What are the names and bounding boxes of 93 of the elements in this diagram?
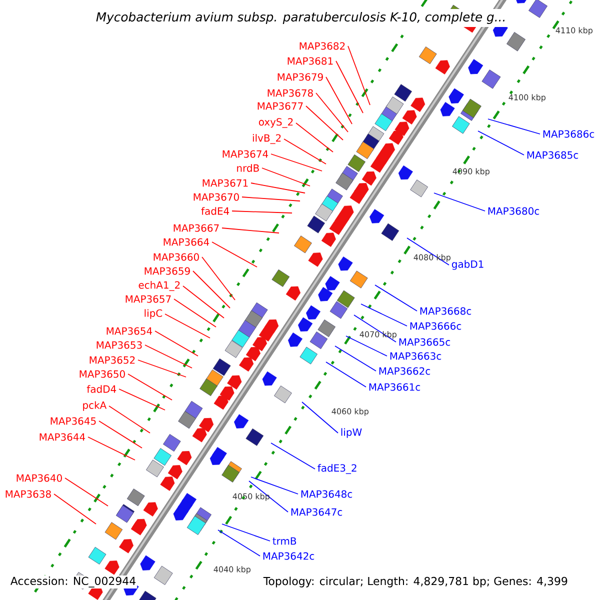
gene-label: MAP3671: [202, 179, 248, 187]
leader-line: [128, 374, 172, 400]
gene-label: nrdB: [237, 164, 259, 172]
gene-label: fadE4: [201, 207, 230, 215]
gene-label: MAP3648c: [301, 490, 352, 498]
leader-line: [336, 60, 364, 114]
leader-line: [192, 270, 230, 308]
gene-label: MAP3638: [6, 490, 51, 498]
leader-line: [346, 336, 388, 356]
leader-line: [354, 314, 396, 342]
leader-line: [296, 122, 334, 152]
gene-label: MAP3686c: [543, 130, 594, 138]
gene-label: MAP3677: [258, 102, 303, 110]
leader-line: [182, 286, 224, 318]
gene-label: MAP3660: [154, 253, 199, 261]
gene-label: MAP3685c: [527, 151, 578, 159]
gene-label: fadE3_2: [318, 464, 356, 474]
leader-line: [202, 256, 236, 300]
leader-line: [270, 442, 316, 470]
leader-line: [478, 130, 524, 156]
gene-label: MAP3668c: [420, 307, 472, 315]
leader-line: [374, 284, 418, 312]
leader-line: [360, 304, 408, 326]
gene-label: MAP3662c: [379, 367, 430, 375]
gene-label: MAP3667: [174, 224, 219, 232]
leader-line: [108, 406, 150, 434]
gene-label: MAP3674: [222, 150, 268, 158]
gene-label: MAP3657: [126, 295, 171, 303]
gene-label: fadD4: [86, 385, 116, 393]
gene-label: MAP3659: [144, 267, 190, 275]
gene-label: lipC: [144, 309, 162, 319]
leader-line: [250, 182, 306, 194]
leader-line: [334, 346, 376, 372]
gene-label: MAP3680c: [488, 207, 540, 215]
leader-line: [174, 298, 216, 328]
leader-line: [434, 192, 486, 212]
gene-label: MAP3670: [194, 193, 239, 201]
leader-line: [144, 344, 192, 368]
leader-line: [118, 388, 166, 410]
leader-line: [250, 476, 298, 494]
gene-label: echA1_2: [138, 281, 180, 291]
gene-label: MAP3663c: [390, 352, 442, 360]
gene-label: MAP3653: [96, 341, 142, 349]
leader-line: [154, 330, 198, 356]
gene-label: MAP3666c: [410, 322, 462, 330]
leader-line: [406, 238, 450, 266]
leader-line: [348, 46, 370, 106]
leader-line: [326, 76, 352, 124]
footer-text: Topology: circular; Length: 4,829,781 bp; Genes: 4,399: [262, 576, 569, 588]
leader-line: [88, 436, 136, 460]
gene-label: MAP3642c: [263, 552, 314, 560]
leader-line: [138, 360, 186, 378]
gene-label: MAP3647c: [291, 508, 342, 516]
leader-line: [488, 118, 540, 134]
gene-label: MAP3661c: [369, 383, 420, 391]
gene-label: MAP3682: [300, 42, 345, 50]
footer-text: Accession: NC_002944: [9, 576, 138, 588]
gene-label: MAP3650: [80, 370, 125, 378]
gene-label: ilvB_2: [252, 134, 281, 144]
leader-line: [222, 524, 270, 542]
gene-label: MAP3664: [164, 238, 210, 246]
gene-label: MAP3640: [16, 474, 62, 482]
gene-label: pckA: [83, 401, 107, 411]
leader-line: [270, 154, 322, 172]
leader-line: [232, 210, 292, 214]
gene-label: trmB: [272, 537, 296, 545]
leader-line: [262, 168, 310, 186]
leader-line: [248, 480, 288, 512]
leader-line: [164, 314, 210, 338]
leader-line: [212, 242, 258, 268]
leader-line: [284, 138, 326, 164]
leader-line: [54, 494, 96, 524]
gene-label: MAP3652: [90, 356, 135, 364]
gene-label: MAP3644: [40, 433, 86, 441]
gene-label: MAP3679: [278, 73, 323, 81]
gene-label: MAP3678: [268, 89, 313, 97]
gene-label: oxyS_2: [258, 118, 293, 128]
gene-label: MAP3681: [288, 57, 333, 65]
title: Mycobacterium avium subsp. paratuberculosis K-10, complete g...: [92, 9, 510, 27]
gene-label: lipW: [341, 428, 362, 438]
leader-line: [302, 402, 338, 434]
leader-line: [222, 228, 280, 234]
gene-label: gabD1: [452, 260, 484, 270]
leader-line: [64, 478, 108, 506]
leader-line: [98, 420, 142, 448]
gene-label: MAP3654: [106, 327, 152, 335]
leader-line: [242, 196, 300, 202]
leader-line: [218, 530, 260, 556]
leader-line: [306, 106, 344, 140]
leader-line: [326, 362, 366, 388]
gene-label: MAP3665c: [399, 338, 450, 346]
leader-line: [316, 92, 348, 132]
gene-label: MAP3645: [50, 417, 96, 425]
